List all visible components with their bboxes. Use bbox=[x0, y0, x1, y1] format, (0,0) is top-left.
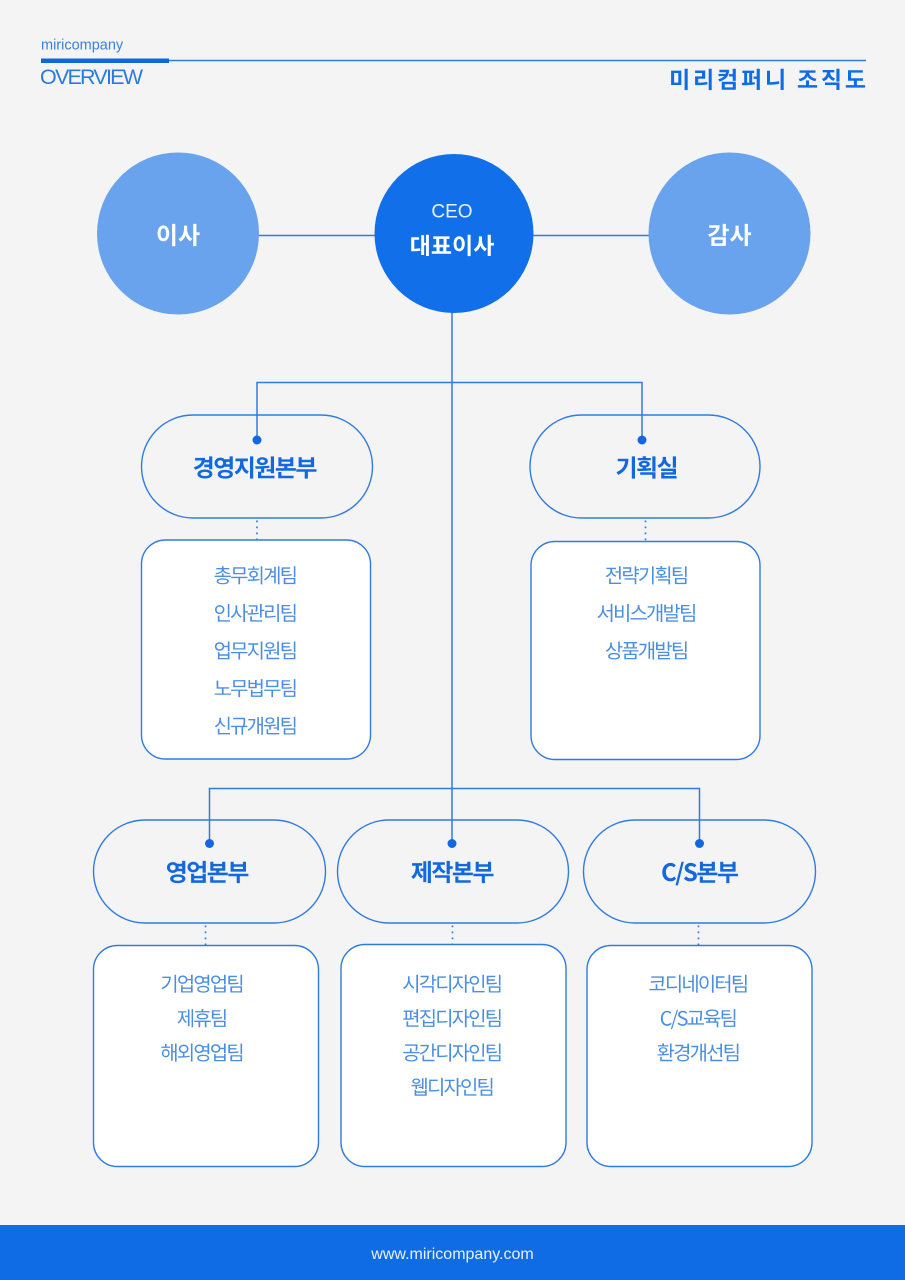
svg-text:www.miricompany.com: www.miricompany.com bbox=[370, 1246, 533, 1263]
svg-text:miricompany: miricompany bbox=[41, 38, 124, 54]
svg-text:OVERVIEW: OVERVIEW bbox=[40, 65, 144, 89]
svg-text:CEO: CEO bbox=[431, 202, 472, 223]
